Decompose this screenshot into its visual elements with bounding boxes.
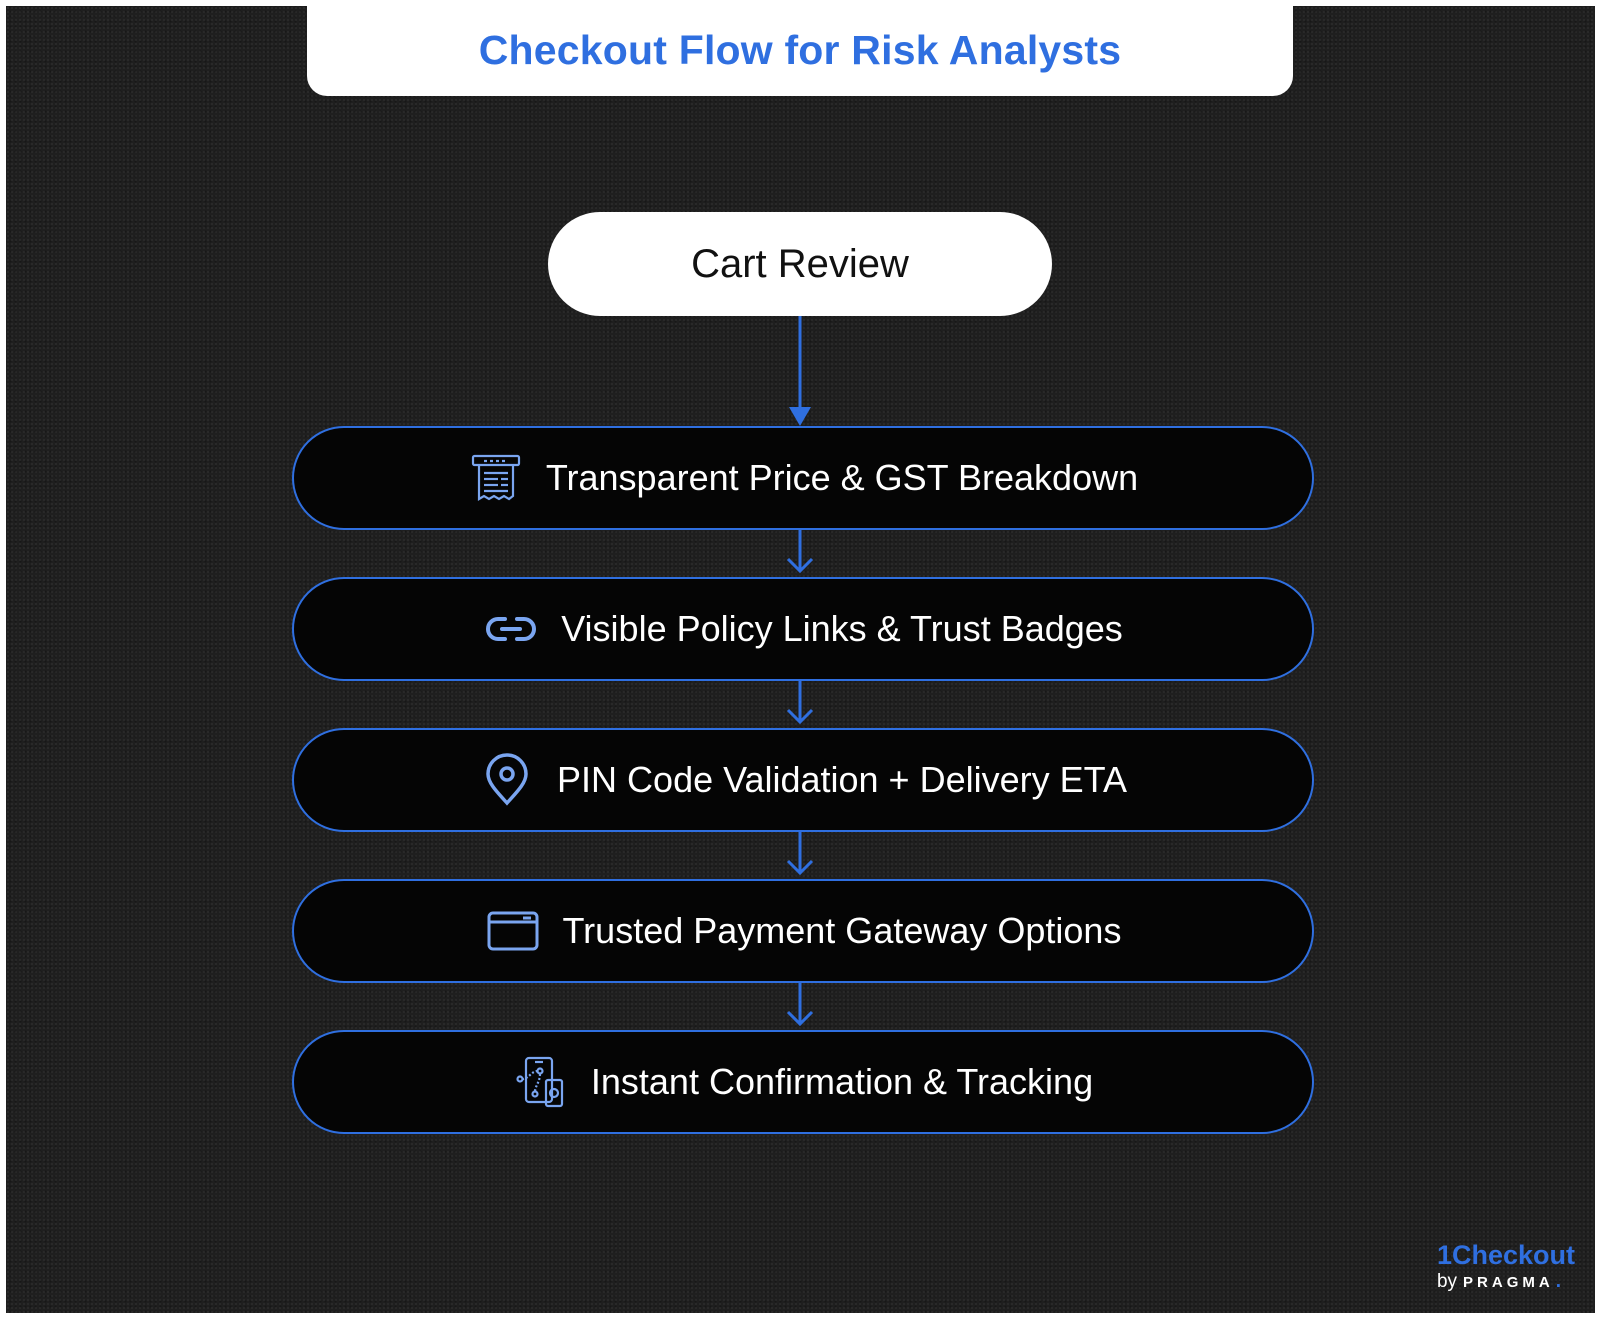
- step-node-payment-gateway: Trusted Payment Gateway Options: [292, 879, 1314, 983]
- step-label: Trusted Payment Gateway Options: [562, 910, 1122, 951]
- receipt-icon: [468, 450, 524, 506]
- credit-card-icon: [485, 903, 541, 959]
- connector-arrowhead: [786, 557, 814, 574]
- step-node-confirmation-tracking: Instant Confirmation & Tracking: [292, 1030, 1314, 1134]
- location-pin-icon: [479, 752, 535, 808]
- step-node-pin-validation: PIN Code Validation + Delivery ETA: [292, 728, 1314, 832]
- brand-dot: .: [1555, 1271, 1561, 1292]
- connector-arrowhead: [786, 1010, 814, 1027]
- title-card: Checkout Flow for Risk Analysts: [307, 6, 1293, 96]
- step-node-policy-links: Visible Policy Links & Trust Badges: [292, 577, 1314, 681]
- brand-company: PRAGMA: [1463, 1274, 1554, 1291]
- step-label: Instant Confirmation & Tracking: [590, 1061, 1094, 1102]
- brand-byline: by PRAGMA .: [1437, 1271, 1575, 1293]
- step-node-price-breakdown: Transparent Price & GST Breakdown: [292, 426, 1314, 530]
- diagram-canvas: Checkout Flow for Risk Analysts Cart Rev…: [6, 6, 1595, 1313]
- phone-tracking-icon: [513, 1054, 569, 1110]
- diagram-title: Checkout Flow for Risk Analysts: [478, 27, 1122, 73]
- brand-by-text: by: [1436, 1271, 1458, 1292]
- step-label: Transparent Price & GST Breakdown: [545, 457, 1139, 498]
- start-node-label: Cart Review: [691, 241, 909, 286]
- start-node: Cart Review: [548, 212, 1052, 316]
- brand-logo: 1Checkout by PRAGMA .: [1437, 1240, 1575, 1293]
- step-label: Visible Policy Links & Trust Badges: [561, 608, 1123, 649]
- link-icon: [483, 601, 539, 657]
- connector-arrowhead: [786, 708, 814, 725]
- connector-arrowhead: [789, 407, 811, 426]
- brand-name: 1Checkout: [1436, 1240, 1575, 1270]
- step-label: PIN Code Validation + Delivery ETA: [557, 759, 1127, 800]
- connector-arrowhead: [786, 859, 814, 876]
